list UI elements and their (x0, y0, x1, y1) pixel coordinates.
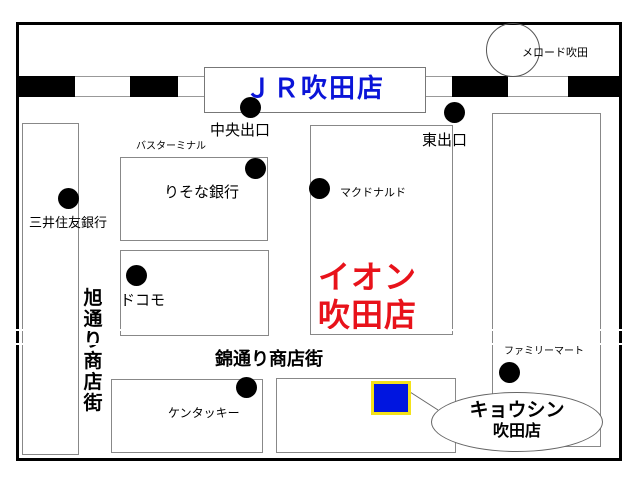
label-resona-bank: りそな銀行 (164, 183, 240, 201)
label-bus-terminal: バスターミナル (136, 141, 206, 152)
scan-artifact (0, 329, 640, 331)
street-char: り (83, 329, 103, 351)
block-smbc (22, 123, 79, 455)
aeon-suita-label: イオン 吹田店 (318, 258, 417, 334)
block-resona (120, 157, 268, 241)
melody-circle-marker (486, 23, 540, 77)
street-char: 街 (83, 392, 103, 414)
smbc-dot-icon (58, 188, 79, 209)
street-char: 旭 (83, 287, 103, 309)
rail-segment (75, 76, 130, 97)
block-kyoushin (276, 378, 456, 453)
kyoushin-label-line1: キョウシン (469, 399, 565, 421)
rail-segment (426, 76, 452, 97)
street-char: 商 (83, 350, 103, 372)
scan-artifact (0, 343, 640, 345)
rail-segment (130, 76, 178, 97)
label-melody-suita: メロード吹田 (522, 46, 588, 59)
aeon-label-line1: イオン (318, 258, 418, 296)
aeon-label-line2: 吹田店 (318, 296, 418, 334)
street-char: 店 (83, 371, 103, 393)
kyoushin-callout: キョウシン 吹田店 (431, 392, 603, 452)
rail-segment (452, 76, 508, 97)
map-frame (16, 22, 622, 461)
label-smbc: 三井住友銀行 (29, 216, 108, 231)
docomo-dot-icon (126, 265, 147, 286)
kyoushin-store-marker-icon[interactable] (371, 381, 411, 415)
east-exit-dot-icon (444, 102, 465, 123)
label-mcdonalds: マクドナルド (340, 186, 406, 199)
label-familymart: ファミリーマート (504, 346, 584, 357)
label-docomo: ドコモ (120, 291, 166, 309)
rail-segment (178, 76, 204, 97)
asahi-dori-street-label: 旭 通 り 商 店 街 (80, 288, 106, 414)
street-char: 通 (83, 308, 103, 330)
kfc-dot-icon (236, 377, 257, 398)
rail-segment (16, 76, 75, 97)
familymart-dot-icon (499, 362, 520, 383)
rail-segment (568, 76, 619, 97)
central-exit-dot-icon (240, 97, 261, 118)
label-kfc: ケンタッキー (168, 406, 240, 420)
resona-dot-icon (245, 158, 266, 179)
nishiki-dori-street-label: 錦通り商店街 (215, 349, 323, 370)
label-central-exit: 中央出口 (210, 121, 271, 139)
mcdonalds-dot-icon (309, 178, 330, 199)
kyoushin-label-line2: 吹田店 (492, 421, 541, 440)
rail-segment (508, 76, 568, 97)
label-east-exit: 東出口 (422, 131, 468, 149)
block-aeon (310, 125, 453, 335)
block-docomo (120, 250, 269, 336)
